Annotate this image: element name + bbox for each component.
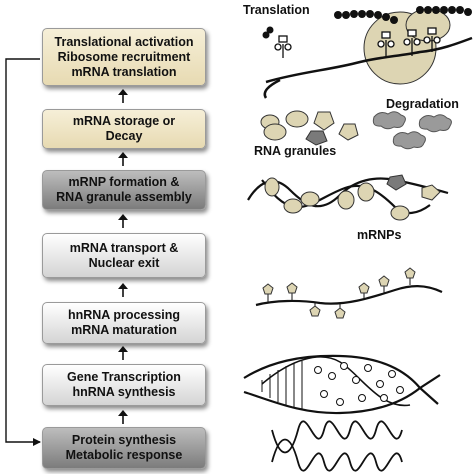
box-line: RNA granule assembly xyxy=(56,190,192,204)
rna-granules-illustration xyxy=(260,110,359,146)
mrnps-illustration xyxy=(247,174,449,221)
translation-illustration xyxy=(262,6,473,99)
degradation-illustration xyxy=(372,111,452,150)
box-line: Protein synthesis xyxy=(71,433,177,447)
up-arrow-icon xyxy=(118,214,128,228)
up-arrow-icon xyxy=(118,89,128,103)
up-arrow-icon xyxy=(118,283,128,297)
protein-synthesis-box: Protein synthesis Metabolic response xyxy=(42,427,206,469)
translation-label: Translation xyxy=(243,3,310,17)
box-line: hnRNA synthesis xyxy=(72,385,176,399)
gene-transcription-box: Gene Transcription hnRNA synthesis xyxy=(42,364,206,406)
transcription-illustration xyxy=(243,354,441,415)
box-line: mRNA storage or xyxy=(72,114,176,128)
processing-illustration xyxy=(255,267,443,319)
translational-activation-box: Translational activation Ribosome recrui… xyxy=(42,28,206,86)
up-arrow-icon xyxy=(118,346,128,360)
box-line: Translational activation xyxy=(54,34,194,49)
box-line: mRNA maturation xyxy=(71,323,177,337)
degradation-label: Degradation xyxy=(386,97,459,111)
box-line: mRNP formation & xyxy=(68,175,180,189)
box-line: hnRNA processing xyxy=(67,308,181,322)
box-line: Decay xyxy=(105,129,143,143)
box-line: Metabolic response xyxy=(65,448,183,462)
up-arrow-icon xyxy=(118,152,128,166)
rna-granules-label: RNA granules xyxy=(254,144,337,158)
hnrna-processing-box: hnRNA processing mRNA maturation xyxy=(42,302,206,344)
dna-helix-illustration xyxy=(271,420,403,472)
mrnps-label: mRNPs xyxy=(357,228,402,242)
box-line: Ribosome recruitment xyxy=(57,49,191,64)
box-line: mRNA transport & xyxy=(69,240,179,255)
mrna-storage-box: mRNA storage or Decay xyxy=(42,109,206,149)
box-line: Nuclear exit xyxy=(88,255,160,270)
mrna-transport-box: mRNA transport & Nuclear exit xyxy=(42,233,206,278)
mrnp-formation-box: mRNP formation & RNA granule assembly xyxy=(42,170,206,210)
up-arrow-icon xyxy=(118,410,128,424)
box-line: mRNA translation xyxy=(71,64,177,79)
box-line: Gene Transcription xyxy=(67,370,181,384)
